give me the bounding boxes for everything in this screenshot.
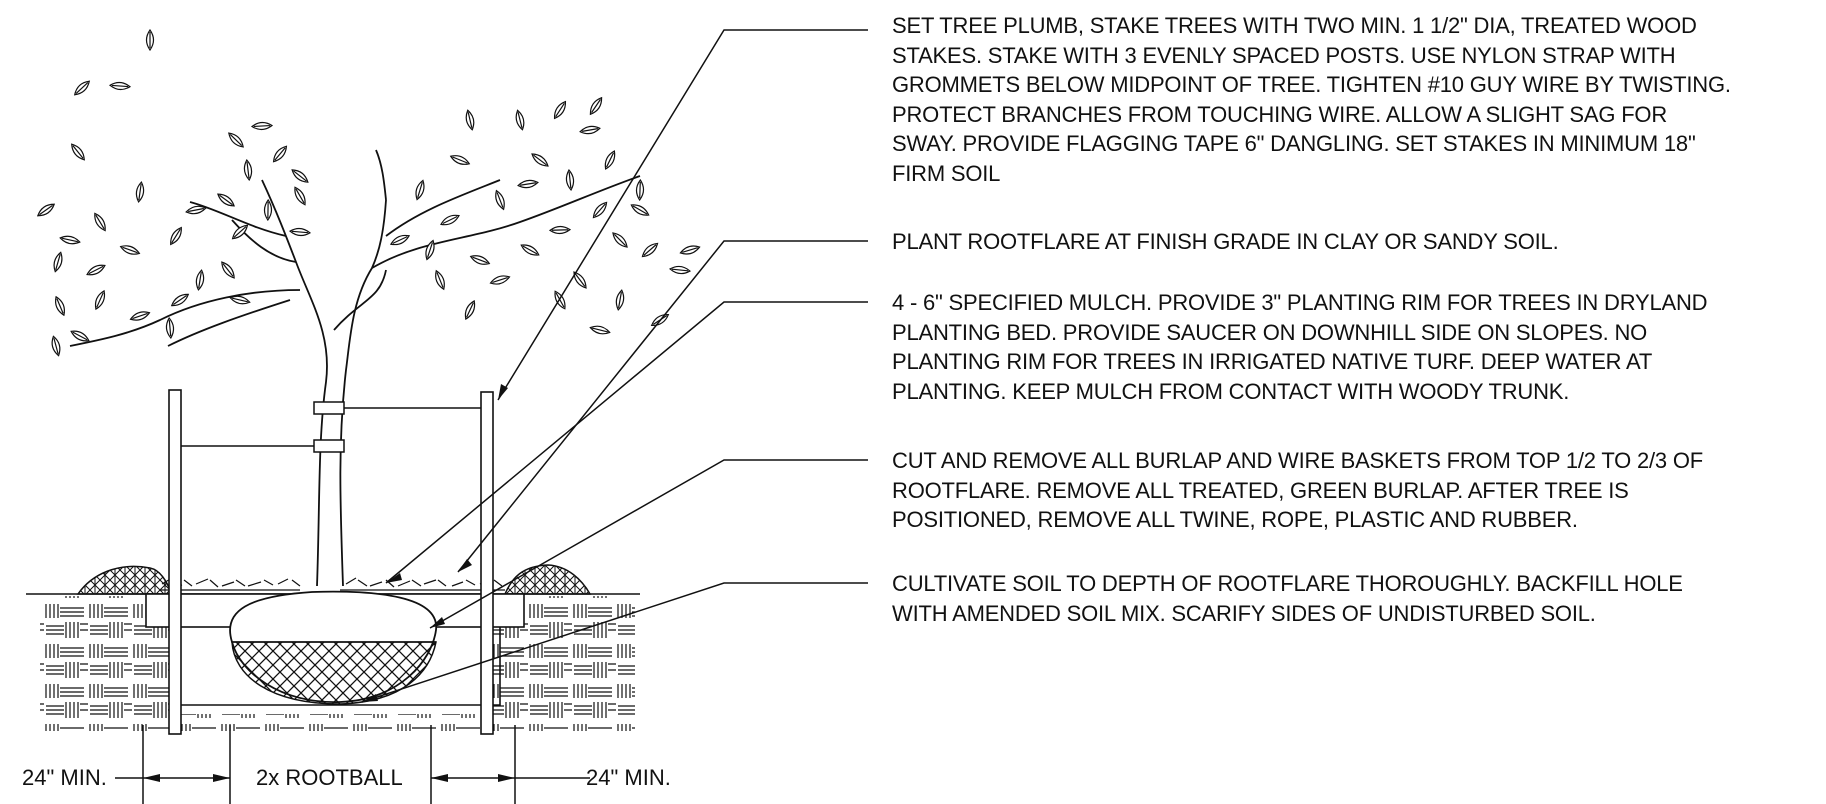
leaf-shape [515, 109, 525, 131]
callout-note-mulch: 4 - 6" SPECIFIED MULCH. PROVIDE 3" PLANT… [892, 290, 1708, 404]
mulch-layer [160, 577, 505, 591]
leaf-shape [108, 81, 132, 91]
leaf-shape [440, 214, 460, 226]
callout-note-rootflare: PLANT ROOTFLARE AT FINISH GRADE IN CLAY … [892, 229, 1559, 254]
leaf-shape [263, 198, 273, 222]
leaf-shape [51, 335, 61, 357]
leaf-shape [86, 264, 106, 276]
leaf-shape [70, 330, 90, 342]
leaf-shape [170, 226, 182, 246]
leaf-shape [250, 121, 274, 131]
leaf-shape [435, 269, 445, 291]
callout-note-staking: SET TREE PLUMB, STAKE TREES WITH TWO MIN… [892, 13, 1731, 186]
dimension-arrowheads [143, 774, 515, 782]
leaf-shape [71, 143, 85, 161]
leader-lines [361, 29, 868, 703]
leaf-shape [489, 275, 511, 285]
leaf-shape [520, 244, 540, 256]
dimension-left-label: 24" MIN. [22, 765, 107, 790]
leaf-shape [389, 234, 411, 246]
leaf-shape [630, 204, 650, 216]
trunk-straps [313, 401, 345, 453]
leaf-shape [119, 245, 141, 255]
leaf-shape [94, 289, 106, 311]
leaf-shape [195, 269, 205, 291]
leaf-shape [589, 96, 603, 116]
leaf-shape [548, 225, 572, 235]
callout-note-soil: CULTIVATE SOIL TO DEPTH OF ROOTFLARE THO… [892, 571, 1683, 626]
leaf-shape [669, 265, 691, 275]
leaf-shape [592, 201, 608, 219]
leaf-shape [531, 153, 549, 167]
leaf-shape [53, 251, 63, 273]
leaf-shape [231, 224, 249, 240]
leaf-shape [129, 311, 151, 321]
leaf-shape [145, 28, 155, 52]
leaf-shape [94, 212, 106, 232]
leaf-shape [135, 181, 145, 203]
leaf-shape [294, 186, 306, 206]
leaf-shape [217, 193, 235, 207]
rootball [229, 590, 437, 705]
leaf-shape [449, 155, 471, 165]
leaf-shape [517, 179, 539, 189]
leaf-shape [495, 189, 505, 211]
leader-arrowheads [362, 384, 508, 702]
leaf-shape [589, 325, 611, 335]
leaf-shape [465, 109, 475, 131]
leaf-shape [612, 232, 628, 248]
leaf-shape [464, 299, 476, 321]
leaf-shape [73, 80, 91, 96]
leaf-shape [59, 235, 81, 245]
stakes [168, 389, 494, 735]
planting-rim [76, 564, 592, 595]
leaf-shape [579, 125, 601, 135]
leaf-shape [635, 178, 645, 202]
leaf-shape [221, 261, 235, 279]
leaf-shape [469, 255, 491, 265]
leaf-shape [228, 132, 244, 148]
leaf-shape [554, 290, 566, 310]
dimension-right-label: 24" MIN. [586, 765, 671, 790]
tree-foliage [36, 28, 701, 357]
leaf-shape [565, 169, 575, 191]
leaf-shape [243, 159, 253, 181]
leaf-shape [229, 295, 251, 305]
leaf-shape [553, 100, 567, 120]
leaf-shape [170, 293, 190, 307]
leaf-shape [415, 179, 425, 201]
leaf-shape [165, 316, 175, 340]
dimension-center-label: 2x ROOTBALL [256, 765, 403, 790]
leaf-shape [272, 145, 288, 163]
leaf-shape [679, 245, 701, 255]
leaf-shape [185, 205, 207, 215]
leaf-shape [425, 239, 435, 261]
callout-note-burlap: CUT AND REMOVE ALL BURLAP AND WIRE BASKE… [892, 448, 1704, 532]
leaf-shape [604, 150, 616, 170]
leaf-shape [36, 203, 56, 217]
tree-trunk [69, 149, 641, 587]
leaf-shape [641, 242, 659, 258]
leaf-shape [615, 289, 625, 311]
leaf-shape [573, 271, 587, 289]
leaf-shape [55, 295, 65, 317]
leaf-shape [288, 227, 312, 237]
leaf-shape [291, 169, 309, 183]
guy-wires [181, 407, 481, 447]
